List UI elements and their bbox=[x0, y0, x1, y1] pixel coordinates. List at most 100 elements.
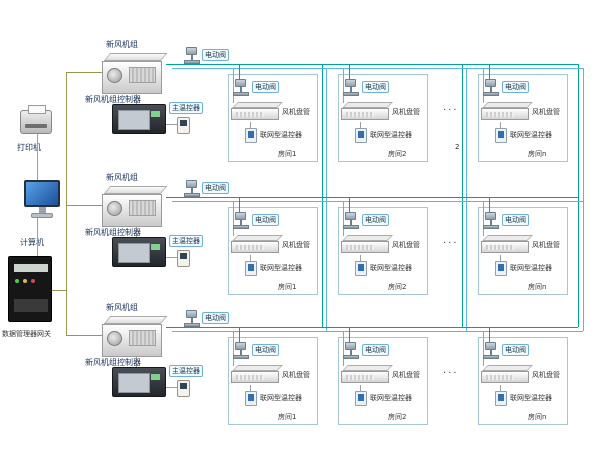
network-riser-line bbox=[578, 64, 579, 327]
fan-coil-label: 风机盘管 bbox=[532, 371, 560, 379]
fan-coil-label: 风机盘管 bbox=[282, 108, 310, 116]
room-label: 房间n bbox=[528, 283, 547, 291]
connector-line bbox=[233, 202, 234, 236]
networked-thermostat-icon bbox=[245, 128, 257, 143]
gateway-leds bbox=[15, 279, 19, 283]
electric-valve-icon bbox=[184, 310, 200, 328]
network-riser-line bbox=[583, 68, 584, 331]
gateway-strip bbox=[14, 264, 48, 272]
connector-line bbox=[483, 69, 484, 103]
networked-thermostat-icon bbox=[355, 391, 367, 406]
fan-coil-label: 风机盘管 bbox=[392, 371, 420, 379]
connector-line bbox=[239, 65, 240, 83]
network-riser-line bbox=[466, 68, 467, 331]
room-label: 房间1 bbox=[278, 283, 297, 291]
networked-thermostat-icon bbox=[495, 128, 507, 143]
networked-thermostat-label: 联网型温控器 bbox=[370, 394, 412, 402]
main-thermostat-icon bbox=[177, 117, 190, 134]
fan-coil-label: 风机盘管 bbox=[392, 108, 420, 116]
fan-coil-icon bbox=[341, 102, 393, 122]
connector-line bbox=[489, 198, 490, 216]
room-label: 房间2 bbox=[388, 413, 407, 421]
networked-thermostat-label: 联网型温控器 bbox=[370, 131, 412, 139]
networked-thermostat-label: 联网型温控器 bbox=[510, 131, 552, 139]
electric-valve-label: 电动阀 bbox=[202, 49, 229, 61]
network-bus-line bbox=[166, 197, 578, 198]
connector-line bbox=[136, 227, 137, 237]
room-box: 电动阀 风机盘管 联网型温控器 房间2 bbox=[338, 65, 428, 162]
room-ellipsis: ··· bbox=[443, 368, 459, 379]
electric-valve-label: 电动阀 bbox=[202, 312, 229, 324]
ahu-icon bbox=[102, 185, 168, 229]
network-riser-line bbox=[462, 64, 463, 327]
ahu-label: 新风机组 bbox=[106, 303, 138, 312]
fan-coil-label: 风机盘管 bbox=[532, 108, 560, 116]
networked-thermostat-label: 联网型温控器 bbox=[260, 394, 302, 402]
networked-thermostat-icon bbox=[495, 391, 507, 406]
networked-thermostat-label: 联网型温控器 bbox=[510, 394, 552, 402]
ahu-controller-icon bbox=[112, 367, 166, 397]
connector-line bbox=[360, 385, 361, 391]
room-box: 电动阀 风机盘管 联网型温控器 房间n bbox=[478, 65, 568, 162]
connector-line bbox=[250, 385, 251, 391]
networked-thermostat-icon bbox=[355, 261, 367, 276]
connector-line bbox=[166, 257, 177, 258]
electric-valve-icon bbox=[343, 212, 359, 230]
room-label: 房间n bbox=[528, 413, 547, 421]
fan-icon bbox=[107, 68, 122, 83]
electric-valve-icon bbox=[233, 212, 249, 230]
connector-line bbox=[250, 255, 251, 261]
electric-valve-icon bbox=[483, 342, 499, 360]
connector-line bbox=[343, 69, 344, 103]
ahu-icon bbox=[102, 52, 168, 96]
electric-valve-icon bbox=[343, 342, 359, 360]
networked-thermostat-icon bbox=[355, 128, 367, 143]
fan-coil-icon bbox=[481, 365, 533, 385]
electric-valve-icon bbox=[184, 47, 200, 65]
main-thermostat-label: 主温控器 bbox=[169, 365, 203, 377]
fan-coil-icon bbox=[341, 365, 393, 385]
network-riser-line bbox=[326, 68, 327, 331]
connector-line bbox=[483, 332, 484, 366]
trunk-line bbox=[66, 335, 102, 336]
monitor-neck bbox=[39, 207, 46, 213]
connector-line bbox=[500, 385, 501, 391]
connector-line bbox=[349, 65, 350, 83]
room-box: 电动阀 风机盘管 联网型温控器 房间2 bbox=[338, 328, 428, 425]
network-bus-line bbox=[166, 327, 578, 328]
network-bus-line bbox=[172, 331, 583, 332]
electric-valve-icon bbox=[483, 79, 499, 97]
electric-valve-label: 电动阀 bbox=[362, 214, 389, 226]
gateway-label: 数据管理器网关 bbox=[2, 330, 51, 338]
connector-line bbox=[343, 332, 344, 366]
electric-valve-icon bbox=[184, 180, 200, 198]
connector-line bbox=[239, 198, 240, 216]
computer-label: 计算机 bbox=[20, 238, 44, 247]
fan-coil-icon bbox=[231, 235, 283, 255]
networked-thermostat-icon bbox=[245, 261, 257, 276]
fan-coil-label: 风机盘管 bbox=[282, 241, 310, 249]
fan-coil-label: 风机盘管 bbox=[532, 241, 560, 249]
connector-line bbox=[360, 122, 361, 128]
electric-valve-icon bbox=[483, 212, 499, 230]
connector-line bbox=[166, 387, 177, 388]
electric-valve-label: 电动阀 bbox=[252, 344, 279, 356]
room-ellipsis: ··· bbox=[443, 238, 459, 249]
networked-thermostat-label: 联网型温控器 bbox=[260, 131, 302, 139]
connector-line bbox=[136, 94, 137, 104]
electric-valve-label: 电动阀 bbox=[502, 214, 529, 226]
ahu-label: 新风机组 bbox=[106, 40, 138, 49]
ahu-controller-label: 新风机组控制器 bbox=[85, 95, 141, 104]
networked-thermostat-icon bbox=[245, 391, 257, 406]
room-label: 房间1 bbox=[278, 150, 297, 158]
ahu-label: 新风机组 bbox=[106, 173, 138, 182]
electric-valve-label: 电动阀 bbox=[202, 182, 229, 194]
connector-line bbox=[37, 218, 38, 256]
main-thermostat-label: 主温控器 bbox=[169, 235, 203, 247]
ahu-controller-icon bbox=[112, 104, 166, 134]
electric-valve-label: 电动阀 bbox=[502, 344, 529, 356]
fan-coil-icon bbox=[231, 102, 283, 122]
network-riser-line bbox=[322, 64, 323, 327]
connector-line bbox=[500, 122, 501, 128]
monitor-base bbox=[31, 213, 53, 218]
